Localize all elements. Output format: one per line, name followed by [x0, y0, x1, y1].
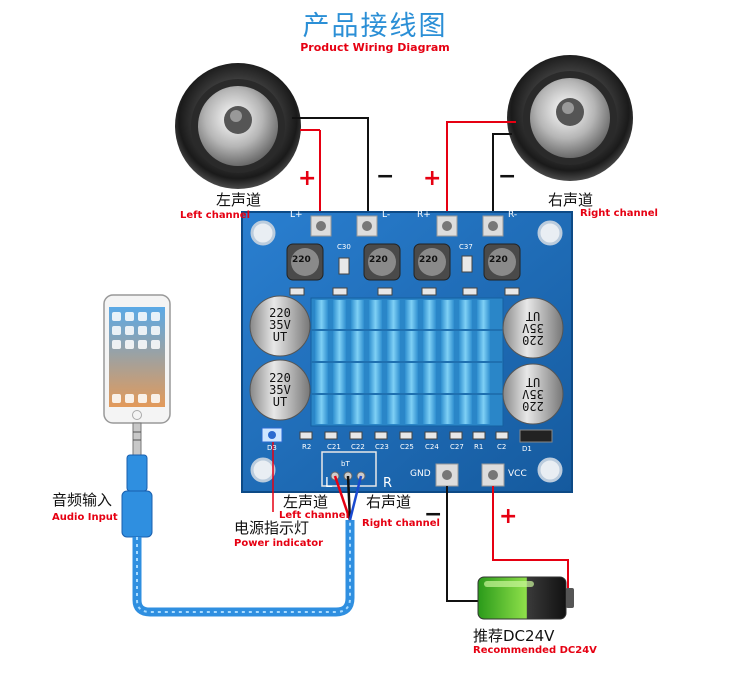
input-right-cn: 右声道: [366, 493, 412, 511]
cap-value: 220: [522, 399, 544, 413]
smartphone: [103, 294, 171, 424]
capacitor-label-4: 220 35V UT: [519, 375, 547, 413]
audio-input-cn: 音频输入: [52, 491, 113, 509]
left-channel-cn: 左声道: [216, 191, 262, 209]
left-channel-en: Left channel: [180, 210, 251, 221]
cap-voltage: 35V: [269, 318, 291, 332]
inductor-label: 220: [489, 255, 508, 265]
battery-plus-sign: +: [499, 504, 518, 529]
pin-l-minus: L-: [382, 210, 391, 220]
silk-d1: D1: [522, 445, 532, 453]
right-speaker: [507, 55, 633, 181]
cap-value: 220: [522, 333, 544, 347]
audio-cable: [121, 422, 363, 617]
cap-voltage: 35V: [522, 321, 544, 335]
gnd-label: GND: [410, 469, 431, 479]
silk-r1: R1: [474, 443, 484, 451]
vcc-label: VCC: [508, 469, 527, 479]
silk-c30: C30: [337, 243, 351, 251]
left-plus-sign: +: [298, 166, 317, 191]
battery: [477, 576, 574, 620]
battery-en: Recommended DC24V: [473, 645, 597, 656]
right-channel-cn: 右声道: [548, 191, 594, 209]
pin-r-minus: R-: [508, 210, 518, 220]
battery-minus-sign: −: [424, 502, 443, 527]
cap-voltage: 35V: [522, 387, 544, 401]
cap-brand: UT: [272, 395, 288, 409]
silk-c24: C24: [425, 443, 439, 451]
inductor-label: 220: [419, 255, 438, 265]
battery-cn: 推荐DC24V: [473, 627, 555, 645]
right-channel-en: Right channel: [580, 208, 658, 219]
silk-r2: R2: [302, 443, 312, 451]
silk-c22: C22: [351, 443, 365, 451]
silk-c37: C37: [459, 243, 473, 251]
speaker-wires: [292, 117, 516, 222]
inductor-label: 220: [292, 255, 311, 265]
input-left-en: Left channel: [279, 510, 350, 521]
cap-voltage: 35V: [269, 383, 291, 397]
power-indicator-cn: 电源指示灯: [234, 519, 310, 537]
pin-l-plus: L+: [290, 210, 303, 220]
power-indicator-en: Power indicator: [234, 538, 324, 549]
inductor-label: 220: [369, 255, 388, 265]
silk-c21: C21: [327, 443, 341, 451]
silk-d3: D3: [267, 444, 277, 452]
power-wires: [446, 486, 569, 602]
board-r-mark: R: [383, 476, 393, 491]
audio-input-en: Audio Input: [52, 512, 118, 523]
pin-r-plus: R+: [417, 210, 431, 220]
cap-value: 220: [269, 371, 291, 385]
input-right-en: Right channel: [362, 518, 440, 529]
right-plus-sign: +: [423, 166, 442, 191]
page-subtitle: Product Wiring Diagram: [300, 41, 450, 54]
silk-c25: C25: [400, 443, 414, 451]
right-minus-sign: −: [498, 164, 517, 189]
silk-c27: C27: [450, 443, 464, 451]
cap-value: 220: [269, 306, 291, 320]
capacitor-label-3: 220 35V UT: [519, 309, 547, 347]
amplifier-board: [241, 211, 573, 493]
input-left-cn: 左声道: [283, 493, 329, 511]
silk-bt: bT: [341, 460, 350, 468]
silk-c2: C2: [497, 443, 507, 451]
cap-brand: UT: [272, 330, 288, 344]
page-title: 产品接线图: [302, 11, 448, 42]
silk-c23: C23: [375, 443, 389, 451]
left-minus-sign: −: [376, 164, 395, 189]
left-speaker: [175, 63, 301, 189]
capacitor-label-2: 220 35V UT: [266, 372, 294, 408]
board-l-mark: L: [325, 476, 333, 491]
capacitor-label-1: 220 35V UT: [266, 307, 294, 343]
